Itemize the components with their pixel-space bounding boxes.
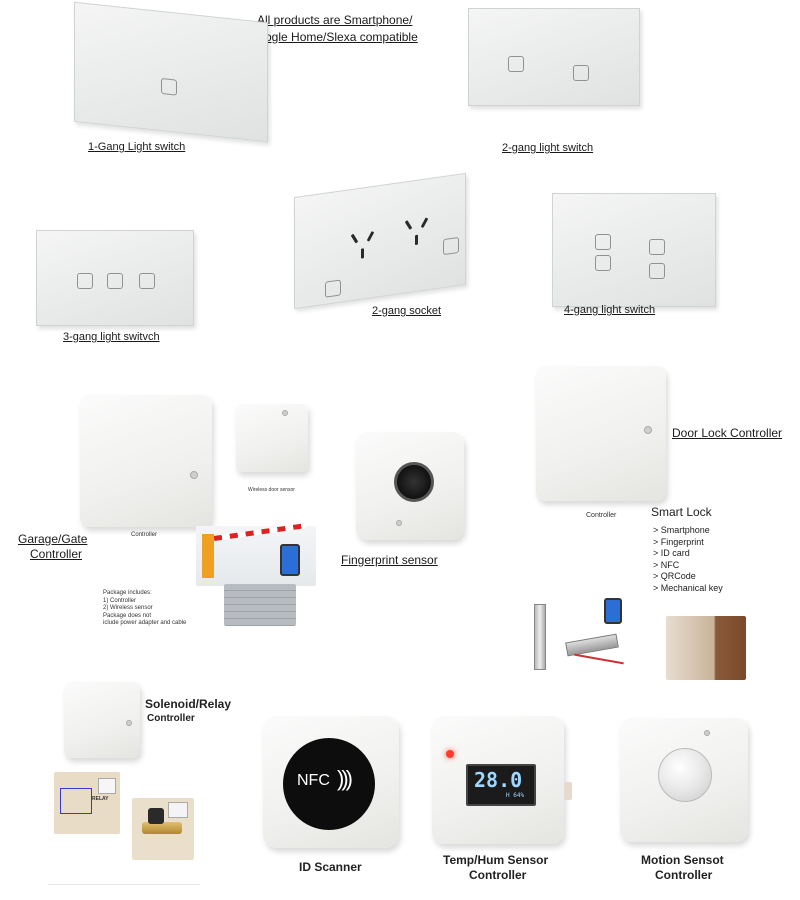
humidity-reading: H 64% [506,792,525,799]
touch-button-icon [595,255,611,271]
package-info: Package includes: 1) Controller 2) Wirel… [103,590,186,628]
touch-button-icon [77,273,93,289]
sensor-display: 28.0 H 64% [466,764,536,806]
touch-button-icon [107,273,123,289]
touch-button-icon [161,77,177,96]
temperature-reading: 28.0 [474,768,523,792]
nfc-wave-icon: ))) [337,766,353,791]
switch-2gang-label: 2-gang light switch [502,142,594,154]
motion-sensor-label-line1: Motion Sensot [641,853,724,867]
touch-button-icon [508,56,524,72]
door-interior-photo [666,616,746,680]
switch-4gang-image [552,193,716,307]
status-led-icon [446,750,454,758]
temp-hum-label-line2: Controller [469,868,527,882]
switch-3gang-label: 3-gang light switvch [63,331,160,343]
relay-photo-label: RELAY [92,796,109,802]
compatibility-note-line2: Google Home/Slexa compatible [249,30,418,44]
fingerprint-reader-icon [394,462,434,502]
door-lock-controller-caption: Controller [586,512,617,519]
package-line: Package includes: [103,590,152,596]
wireless-door-sensor-caption: Wireless door sensor [248,487,295,493]
feature-item: > NFC [653,559,680,570]
solenoid-relay-label-line2: Controller [147,713,195,724]
compatibility-note-line1: All products are Smartphone/ [257,13,413,27]
switch-1gang-image [74,1,268,143]
smart-lock-features: > Smartphone > Fingerprint > ID card > N… [653,525,723,594]
feature-item: > QRCode [653,571,696,581]
gate-barrier-photo [196,523,316,586]
switch-4gang-label: 4-gang light switch [564,304,656,316]
touch-button-icon [649,263,665,279]
fingerprint-sensor-image [356,432,464,540]
pir-lens-icon [658,748,712,802]
garage-gate-label-line2: Controller [30,547,83,561]
socket-2gang-label: 2-gang socket [372,305,442,317]
motion-sensor-image [620,718,748,842]
smart-lock-title: Smart Lock [651,505,712,519]
garage-gate-label-line1: Garage/Gate [18,532,88,546]
door-lock-controller-label: Door Lock Controller [672,426,783,440]
feature-item: > Smartphone [653,525,710,535]
door-lock-controller-image [536,366,666,501]
touch-button-icon [139,273,155,289]
touch-button-icon [573,65,589,81]
solenoid-relay-label-line1: Solenoid/Relay [145,697,232,711]
switch-1gang-label: 1-Gang Light switch [88,141,186,153]
id-scanner-image: NFC ))) [263,716,399,848]
switch-2gang-image [468,8,640,106]
package-line: Package does not [103,612,152,619]
garage-door-photo [224,584,296,626]
package-line: iclude power adapter and cable [103,620,187,626]
nfc-badge: NFC ))) [283,738,375,830]
touch-button-icon [595,234,611,250]
temp-hum-label-line1: Temp/Hum Sensor [443,853,549,867]
fingerprint-sensor-label: Fingerprint sensor [341,553,438,567]
nfc-text: NFC [297,772,330,789]
relay-wiring-photo: RELAY [54,772,120,834]
touch-button-icon [649,239,665,255]
touch-button-icon [325,279,341,298]
electric-strike-photo [514,598,634,690]
feature-item: > Fingerprint [653,536,704,547]
package-line: 1) Controller [103,597,137,604]
package-line: 2) Wireless sensor [103,605,153,611]
feature-item: > Mechanical key [653,582,723,593]
socket-2gang-image [294,172,466,310]
temp-hum-sensor-image: 28.0 H 64% [432,716,572,844]
touch-button-icon [443,236,459,256]
solenoid-valve-photo [132,798,194,860]
motion-sensor-label-line2: Controller [655,868,713,882]
feature-item: > ID card [653,548,690,558]
wireless-door-sensor-image [236,404,308,472]
relay-controller-image [64,682,140,758]
garage-controller-caption: Controller [131,532,158,538]
garage-controller-image [80,395,212,527]
id-scanner-label: ID Scanner [299,860,362,874]
switch-3gang-image [36,230,194,326]
